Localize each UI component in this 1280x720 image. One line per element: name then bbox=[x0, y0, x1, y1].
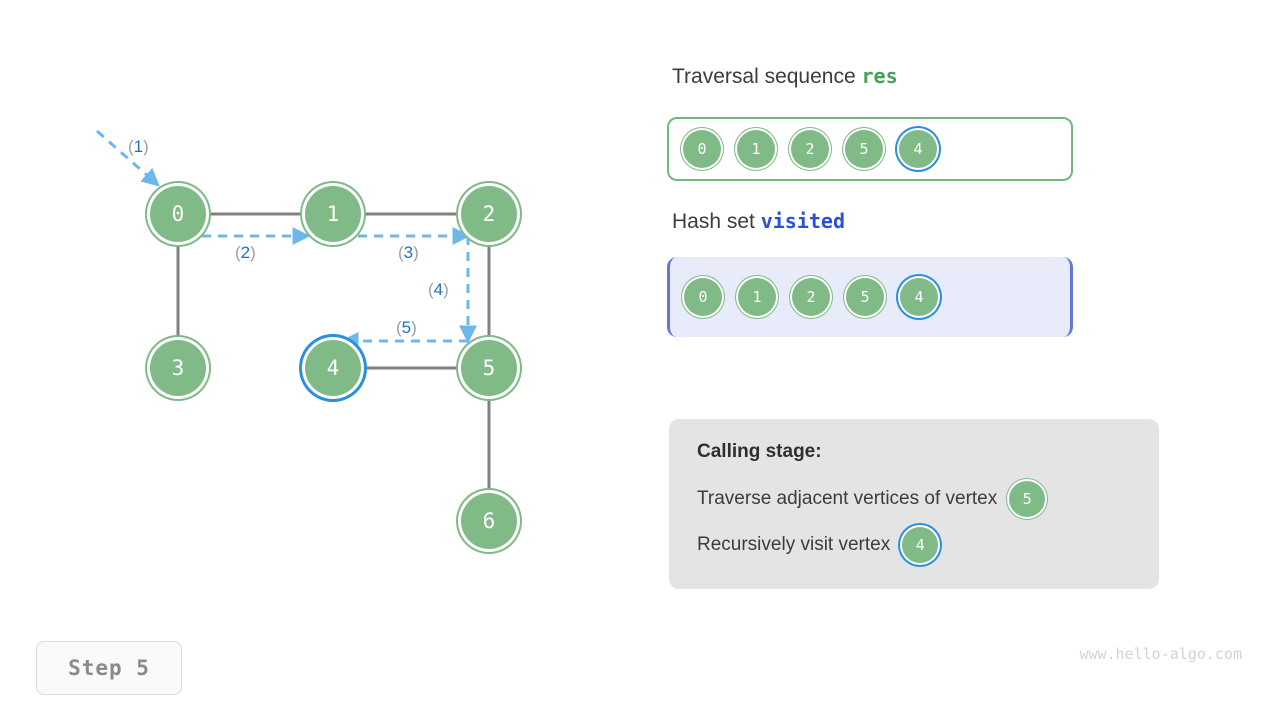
res-title-code: res bbox=[861, 64, 898, 88]
right-panel: Traversal sequence res 0 1 2 5 4 Hash se… bbox=[660, 0, 1280, 720]
chip-label: 5 bbox=[859, 140, 869, 158]
traversal-arrow-1 bbox=[96, 129, 160, 187]
graph-vertex-4[interactable]: 4 bbox=[305, 340, 361, 396]
vertex-label: 2 bbox=[482, 202, 496, 226]
calling-stage-vertex-5[interactable]: 5 bbox=[1009, 481, 1046, 517]
calling-stage-vertex-4[interactable]: 4 bbox=[902, 527, 939, 563]
vertex-label: 6 bbox=[482, 509, 496, 533]
graph-edges-layer bbox=[96, 129, 491, 493]
res-title-prefix: Traversal sequence bbox=[672, 65, 856, 88]
step-number: 3 bbox=[403, 243, 414, 262]
res-chip-3[interactable]: 5 bbox=[845, 130, 883, 168]
graph-panel: 0 1 2 3 4 5 6 (1) (2) (3) (4) (5) bbox=[96, 129, 517, 549]
chip-label: 2 bbox=[806, 288, 816, 306]
chip-label: 1 bbox=[752, 288, 762, 306]
traversal-step-label-5: (5) bbox=[396, 318, 417, 337]
calling-stage-line-2-text: Recursively visit vertex bbox=[697, 534, 891, 555]
chip-label: 2 bbox=[805, 140, 815, 158]
calling-stage-line-1: Traverse adjacent vertices of vertex 5 bbox=[697, 481, 1131, 517]
visited-chip-2[interactable]: 2 bbox=[792, 278, 830, 316]
vertex-label: 1 bbox=[326, 202, 340, 226]
step-number: 5 bbox=[401, 318, 412, 337]
chip-label: 4 bbox=[913, 140, 923, 158]
visited-chip-1[interactable]: 1 bbox=[738, 278, 776, 316]
visited-title-prefix: Hash set bbox=[672, 210, 755, 233]
chip-label: 5 bbox=[860, 288, 870, 306]
graph-vertex-2[interactable]: 2 bbox=[461, 186, 517, 242]
traversal-step-label-1: (1) bbox=[128, 137, 149, 156]
graph-vertex-3[interactable]: 3 bbox=[150, 340, 206, 396]
res-panel-title: Traversal sequence res bbox=[672, 64, 898, 89]
watermark: www.hello-algo.com bbox=[1079, 645, 1242, 663]
res-chip-0[interactable]: 0 bbox=[683, 130, 721, 168]
traversal-step-label-3: (3) bbox=[398, 243, 419, 262]
chip-label: 4 bbox=[914, 288, 924, 306]
chip-label: 5 bbox=[1022, 490, 1032, 508]
traversal-step-label-4: (4) bbox=[428, 280, 449, 299]
graph-vertex-0[interactable]: 0 bbox=[150, 186, 206, 242]
res-sequence-box: 0 1 2 5 4 bbox=[667, 117, 1073, 181]
step-number: 4 bbox=[433, 280, 444, 299]
calling-stage-line-2: Recursively visit vertex 4 bbox=[697, 527, 1131, 563]
chip-label: 1 bbox=[751, 140, 761, 158]
chip-label: 4 bbox=[915, 536, 925, 554]
chip-label: 0 bbox=[698, 288, 708, 306]
visited-title-code: visited bbox=[760, 209, 846, 233]
traversal-step-label-2: (2) bbox=[235, 243, 256, 262]
vertex-label: 0 bbox=[171, 202, 185, 226]
vertex-label: 3 bbox=[171, 356, 185, 380]
vertex-label: 4 bbox=[326, 356, 340, 380]
res-chip-1[interactable]: 1 bbox=[737, 130, 775, 168]
step-badge: Step 5 bbox=[36, 641, 182, 695]
visited-chip-3[interactable]: 5 bbox=[846, 278, 884, 316]
graph-vertex-1[interactable]: 1 bbox=[305, 186, 361, 242]
visited-chip-0[interactable]: 0 bbox=[684, 278, 722, 316]
visited-chip-4[interactable]: 4 bbox=[900, 278, 938, 316]
res-chip-2[interactable]: 2 bbox=[791, 130, 829, 168]
chip-label: 0 bbox=[697, 140, 707, 158]
calling-stage-title: Calling stage: bbox=[697, 441, 822, 462]
vertex-label: 5 bbox=[482, 356, 496, 380]
calling-stage-box: Calling stage: Traverse adjacent vertice… bbox=[669, 419, 1159, 589]
step-number: 1 bbox=[133, 137, 144, 156]
visited-panel-title: Hash set visited bbox=[672, 209, 845, 234]
graph-vertex-6[interactable]: 6 bbox=[461, 493, 517, 549]
graph-vertex-5[interactable]: 5 bbox=[461, 340, 517, 396]
edge-group bbox=[176, 212, 491, 493]
step-number: 2 bbox=[240, 243, 251, 262]
traversal-arrow-group bbox=[96, 129, 477, 350]
visited-set-box: 0 1 2 5 4 bbox=[667, 257, 1073, 337]
calling-stage-line-1-text: Traverse adjacent vertices of vertex bbox=[697, 488, 998, 509]
res-chip-4[interactable]: 4 bbox=[899, 130, 937, 168]
